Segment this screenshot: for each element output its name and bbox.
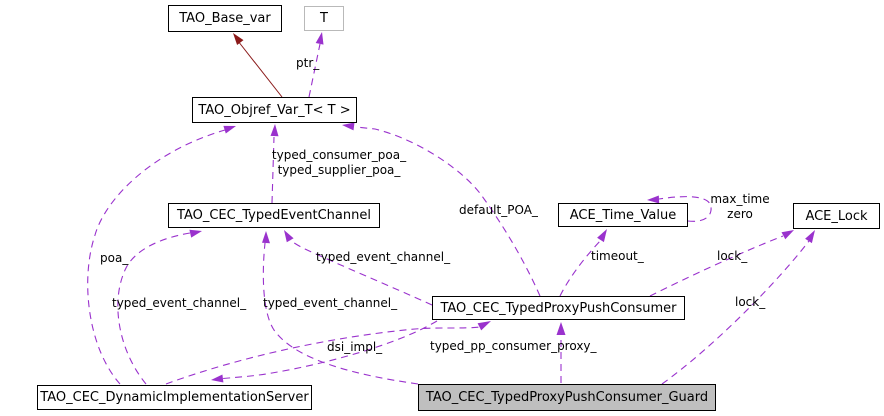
- edge-guard-to-consumer: [556, 322, 566, 383]
- edge-label-ptr: ptr_: [296, 56, 320, 70]
- node-tao-cec-dynamic-implementation-server[interactable]: TAO_CEC_DynamicImplementationServer: [37, 385, 312, 410]
- edge-inheritance-objref-to-basevar: [233, 33, 283, 98]
- edge-poa: [87, 125, 236, 385]
- node-tao-cec-typed-event-channel[interactable]: TAO_CEC_TypedEventChannel: [168, 203, 380, 228]
- edge-label-typed-event-channel-left: typed_event_channel_: [112, 296, 247, 310]
- edge-label-dsi-impl: dsi_impl_: [327, 340, 383, 354]
- node-template-param-t: T: [304, 6, 344, 31]
- node-tao-objref-var-t[interactable]: TAO_Objref_Var_T< T >: [192, 97, 357, 123]
- edge-label-max-time-zero: max_time zero: [710, 192, 770, 221]
- edge-default-poa: [342, 122, 541, 297]
- edge-label-typed-consumer-supplier-poa: typed_consumer_poa_ typed_supplier_poa_: [271, 148, 407, 177]
- edge-lock-from-guard: [661, 230, 815, 385]
- edge-max-time-zero-self-loop: [647, 195, 712, 222]
- node-ace-time-value[interactable]: ACE_Time_Value: [558, 203, 688, 227]
- edge-label-timeout: timeout_: [591, 249, 644, 263]
- node-tao-base-var[interactable]: TAO_Base_var: [168, 5, 282, 32]
- edge-label-typed-event-channel-center: typed_event_channel_: [263, 296, 398, 310]
- edge-label-lock-upper: lock_: [717, 249, 748, 263]
- edge-label-lock-lower: lock_: [735, 295, 766, 309]
- edge-label-poa: poa_: [100, 251, 129, 265]
- edge-typed-consumer-supplier-poa: [270, 124, 279, 204]
- edge-typed-pp-consumer-proxy: [165, 321, 491, 385]
- edge-ptr: [308, 32, 324, 98]
- edge-typed-event-channel-from-consumer: [284, 230, 433, 306]
- node-tao-cec-typed-proxy-push-consumer-guard: TAO_CEC_TypedProxyPushConsumer_Guard: [418, 384, 716, 411]
- edge-dsi-impl: [211, 320, 438, 383]
- node-tao-cec-typed-proxy-push-consumer[interactable]: TAO_CEC_TypedProxyPushConsumer: [432, 296, 685, 320]
- edge-label-typed-event-channel-upper: typed_event_channel_: [316, 250, 451, 264]
- edge-label-typed-pp-consumer-proxy: typed_pp_consumer_proxy_: [430, 339, 597, 353]
- edge-label-default-poa: default_POA_: [459, 203, 538, 217]
- edge-typed-event-channel-from-dsi-server: [117, 229, 202, 385]
- node-ace-lock[interactable]: ACE_Lock: [793, 203, 880, 229]
- edge-typed-event-channel-from-guard: [262, 231, 419, 385]
- edge-lock-from-consumer: [649, 230, 794, 297]
- edge-timeout: [559, 229, 607, 297]
